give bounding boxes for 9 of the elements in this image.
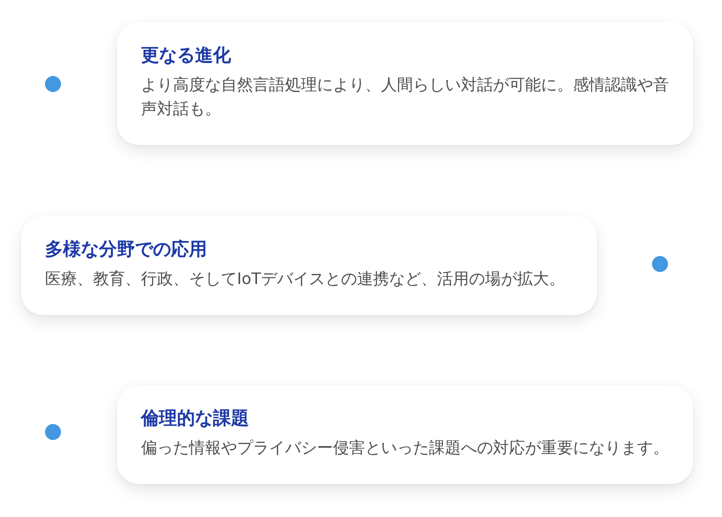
timeline-card [117, 22, 693, 145]
card-text: 偏った情報やプライバシー侵害といった課題への対応が重要になります。 [141, 437, 669, 459]
timeline-card [21, 216, 597, 315]
card-title: 更なる進化 [141, 44, 232, 68]
card-title: 倫理的な課題 [141, 407, 250, 431]
timeline-card [117, 385, 693, 484]
card-text: 医療、教育、行政、そしてIoTデバイスとの連携など、活用の場が拡大。 [45, 268, 566, 290]
card-title: 多様な分野での応用 [45, 238, 208, 262]
card-text: より高度な自然言語処理により、人間らしい対話が可能に。感情認識や音声対話も。 [141, 74, 669, 120]
